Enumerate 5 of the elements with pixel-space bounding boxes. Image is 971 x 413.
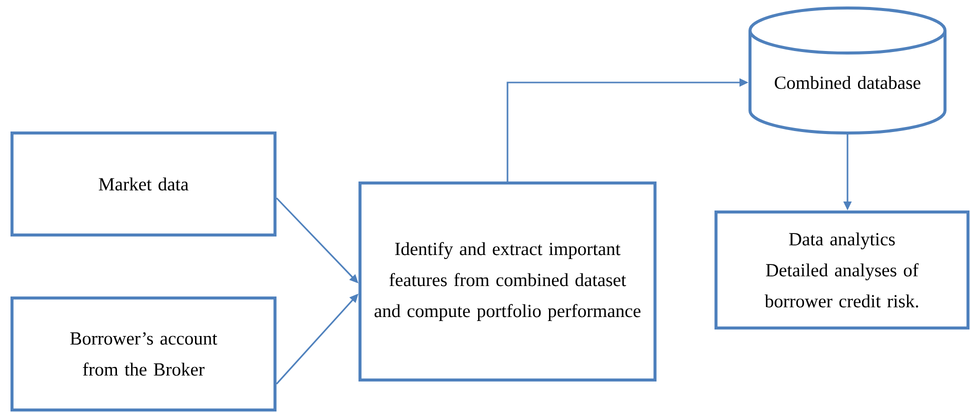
process-box: Identify and extract important features from combined dataset and compute portfolio performance [358,182,656,382]
process-box: Data analytics Detailed analyses of borrower credit risk. [714,210,970,330]
process-box: Market data [10,132,276,236]
database-cylinder: Combined database [748,6,946,134]
process-box: Borrower’s account from the Broker [10,296,276,412]
